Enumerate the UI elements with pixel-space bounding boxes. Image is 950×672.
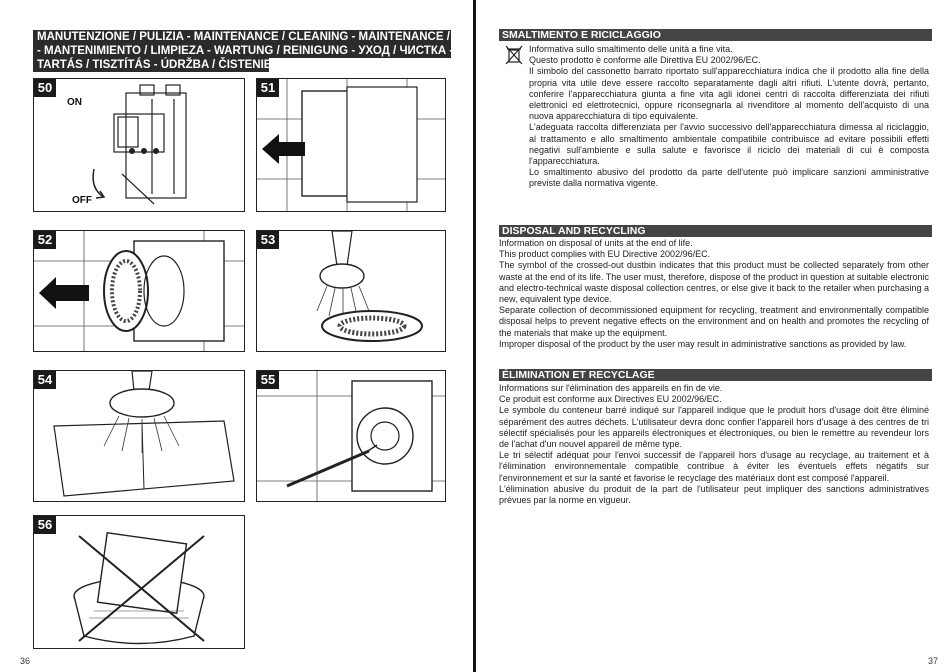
figure-56-no-immersion: 56 xyxy=(33,515,245,649)
crossed-bin-icon xyxy=(505,45,523,65)
header-line-1: MANUTENZIONE / PULIZIA - MAINTENANCE / C… xyxy=(37,31,524,43)
header-line-2: - MANTENIMIENTO / LIMPIEZA - WARTUNG / R… xyxy=(37,45,511,57)
figure-54-clean-body: 54 xyxy=(33,370,245,502)
grille-removal-illustration xyxy=(34,231,244,351)
paragraph: The symbol of the crossed-out dustbin in… xyxy=(499,260,929,305)
section-body-english: Information on disposal of units at the … xyxy=(499,238,929,350)
figure-number: 50 xyxy=(34,79,56,97)
section-title: SMALTIMENTO E RICICLAGGIO xyxy=(502,29,661,41)
right-page: SMALTIMENTO E RICICLAGGIO Informativa su… xyxy=(476,0,950,672)
paragraph: This product complies with EU Directive … xyxy=(499,249,711,260)
on-label: ON xyxy=(67,97,82,108)
section-header-french: ÉLIMINATION ET RECYCLAGE xyxy=(499,369,932,381)
section-header-english: DISPOSAL AND RECYCLING xyxy=(499,225,932,237)
maintenance-header-2: - MANTENIMIENTO / LIMPIEZA - WARTUNG / R… xyxy=(33,44,511,58)
paragraph: L'élimination abusive du produit de la p… xyxy=(499,483,929,506)
figure-number: 56 xyxy=(34,516,56,534)
paragraph: Informations sur l'élimination des appar… xyxy=(499,383,723,393)
paragraph: Le tri sélectif adéquat pour l'envoi suc… xyxy=(499,450,929,483)
figure-53-wash-grille: 53 xyxy=(256,230,446,352)
body-cleaning-illustration xyxy=(53,371,235,497)
paragraph: Improper disposal of the product by the … xyxy=(499,338,907,349)
figure-number: 53 xyxy=(257,231,279,249)
paragraph: Questo prodotto è conforme alle Direttiv… xyxy=(529,55,761,66)
maintenance-header-3: TARTÁS / TISZTÍTÁS - ÚDRŽBA / ČISTENIE xyxy=(33,58,272,72)
no-immersion-illustration xyxy=(73,531,205,645)
left-page: MANUTENZIONE / PULIZIA - MAINTENANCE / C… xyxy=(0,0,524,672)
paragraph: Information on disposal of units at the … xyxy=(499,238,693,248)
page-number-right: 37 xyxy=(927,656,938,666)
off-label: OFF xyxy=(72,195,92,206)
interior-cleaning-illustration xyxy=(257,371,445,501)
section-title: ÉLIMINATION ET RECYCLAGE xyxy=(502,369,655,381)
figure-number: 51 xyxy=(257,79,279,97)
figure-55-clean-interior: 55 xyxy=(256,370,446,502)
section-body-italian: Informativa sullo smaltimento delle unit… xyxy=(499,44,929,190)
paragraph: Separate collection of decommissioned eq… xyxy=(499,305,929,338)
header-line-3: TARTÁS / TISZTÍTÁS - ÚDRŽBA / ČISTENIE xyxy=(37,59,272,71)
section-header-italian: SMALTIMENTO E RICICLAGGIO xyxy=(499,29,932,41)
figure-50-switch-off: 50 ON OFF xyxy=(33,78,245,212)
paragraph: Le symbole du conteneur barré indiqué su… xyxy=(499,405,929,450)
breaker-switch-illustration xyxy=(92,84,187,205)
paragraph: Il simbolo del cassonetto barrato riport… xyxy=(529,66,929,122)
page-number-left: 36 xyxy=(20,656,31,666)
figure-number: 54 xyxy=(34,371,56,389)
figure-number: 55 xyxy=(257,371,279,389)
figure-51-remove-cover: 51 xyxy=(256,78,446,212)
page-gutter xyxy=(473,0,476,672)
figure-52-remove-grille: 52 xyxy=(33,230,245,352)
section-title: DISPOSAL AND RECYCLING xyxy=(502,225,646,237)
maintenance-header: MANUTENZIONE / PULIZIA - MAINTENANCE / C… xyxy=(33,30,524,44)
paragraph: Lo smaltimento abusivo del prodotto da p… xyxy=(529,167,929,189)
cover-removal-illustration xyxy=(257,79,445,211)
paragraph: Informativa sullo smaltimento delle unit… xyxy=(529,44,733,54)
figure-number: 52 xyxy=(34,231,56,249)
section-body-french: Informations sur l'élimination des appar… xyxy=(499,383,929,506)
paragraph: Ce produit est conforme aux Directives E… xyxy=(499,394,722,405)
paragraph: L'adeguata raccolta differenziata per l'… xyxy=(529,122,929,167)
washing-illustration xyxy=(316,231,423,342)
